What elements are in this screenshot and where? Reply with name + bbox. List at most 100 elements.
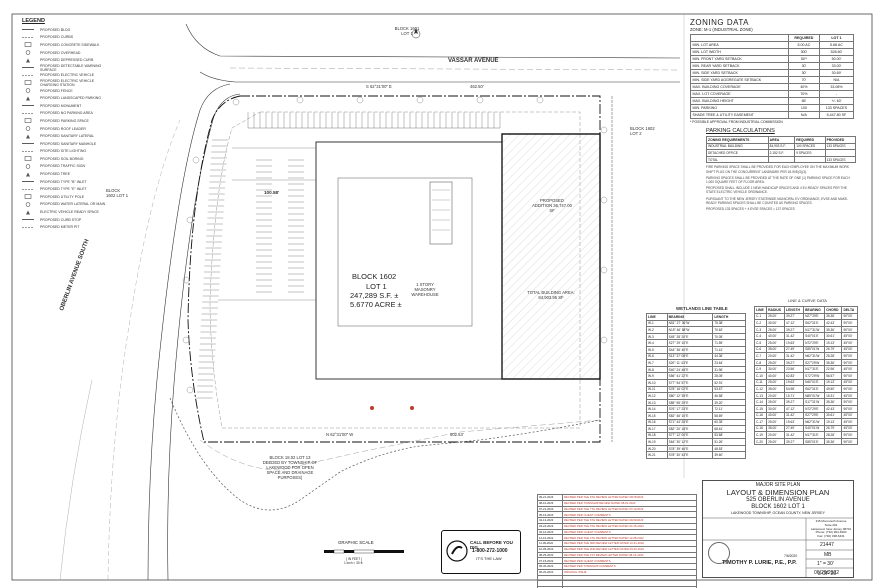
revision-desc — [562, 586, 697, 588]
legend-item: PROPOSED SANITARY LATERAL — [22, 132, 110, 140]
parking-cell: 84,903 S.F. — [767, 142, 796, 151]
oberlin-avenue — [59, 83, 241, 581]
curve-cell: 45°00' — [841, 424, 858, 433]
property-line — [187, 95, 601, 443]
vassar-avenue-label: VASSAR AVENUE — [448, 58, 499, 64]
tree-symbols — [182, 96, 608, 394]
wetlands-cell: 31.96' — [712, 365, 746, 374]
zoning-title: ZONING DATA — [690, 18, 749, 27]
legend-item-label: PROPOSED ROOF LEADER — [40, 126, 86, 131]
curve-cell: 39.27' — [784, 325, 805, 334]
curve-cell: 20.00' — [766, 431, 786, 439]
legend-item: PROPOSED SITE LIGHTING — [22, 148, 110, 156]
block-top-label: BLOCK 1601 LOT 1 — [394, 26, 420, 36]
wetlands-cell: S77° 54' 57"E — [666, 378, 714, 387]
wetlands-cell: S64° 30' 12"E — [666, 438, 714, 446]
tree-icon — [182, 336, 190, 344]
zoning-cell: 30.69' — [818, 69, 855, 77]
project-address: 525 OBERLIN AVENUE — [746, 497, 810, 503]
legend-item-label: PROPOSED SITE LIGHTING — [40, 149, 87, 154]
curve-cell: 35.36' — [824, 312, 843, 321]
curve-cell: DELTA — [841, 306, 858, 314]
firm-address-line: Lakewood, New Jersey 08701 — [810, 526, 852, 531]
legend-item: PROPOSED TREE — [22, 170, 110, 178]
wetlands-cell: W-12 — [646, 392, 668, 400]
curve-cell: CHORD — [824, 306, 843, 314]
firm-address-line: 315 Monmouth Avenue — [815, 519, 847, 523]
wetlands-cell: W-9 — [646, 372, 668, 380]
curve-cell: C-5 — [753, 338, 768, 347]
curve-cell: S27°29'E — [803, 411, 826, 420]
curve-cell: N62°31'W — [803, 418, 826, 426]
curve-cell: 35.36' — [824, 398, 843, 406]
vassar-avenue — [185, 23, 681, 83]
zoning-cell: MIN. LOT AREA — [690, 41, 789, 49]
curve-cell: 47.12' — [784, 319, 805, 327]
curve-cell: 15.31' — [824, 391, 843, 400]
call-line1: CALL BEFORE YOU DIG — [470, 540, 513, 550]
curve-cell: 25.00' — [766, 325, 786, 334]
legend-item-label: PROPOSED TYPE "E" INLET — [40, 187, 87, 192]
curve-cell: 45°00' — [841, 418, 858, 426]
legend-symbol-icon — [22, 65, 34, 70]
zoning-cell: MIN. SIDE YARD AGGREGATE SETBACK — [690, 76, 789, 84]
parking-note: PURSUANT TO THE NEW JERSEY STATEWIDE MUN… — [706, 196, 849, 205]
curve-cell: 56.57' — [824, 371, 843, 380]
wetlands-cell: 71.41' — [712, 345, 746, 354]
total-building-label: TOTAL BUILDING AREA: 84,903.95 SF — [527, 290, 575, 300]
zoning-cell: 300' — [787, 48, 820, 56]
legend-symbol-icon — [22, 202, 34, 207]
curve-cell: 90°00' — [841, 385, 858, 393]
curve-cell: 20.00' — [766, 391, 786, 400]
curve-cell: 40.00' — [766, 371, 786, 380]
zoning-cell: MIN. SIDE YARD SETBACK — [690, 69, 789, 77]
call-line3: IT'S THE LAW — [476, 556, 502, 561]
legend-item: PROPOSED CURB STOP — [22, 216, 110, 224]
legend-symbol-icon — [22, 96, 34, 101]
curve-cell: 30.61' — [824, 332, 843, 340]
engineer-name: TIMOTHY P. LURIE, P.E., P.P. — [722, 560, 797, 566]
sheet-type: MAJOR SITE PLAN — [755, 482, 801, 488]
traffic-sign-icon — [370, 406, 414, 410]
legend-symbol-icon — [22, 88, 34, 93]
legend-item-label: PROPOSED DEPRESSED CURB — [40, 58, 94, 63]
legend-item-label: ELECTRIC VEHICLE READY SPACE — [40, 210, 99, 215]
curve-cell: S85°01'E — [803, 437, 826, 446]
curve-cell: C-14 — [753, 398, 768, 406]
distance-left: 100.58' — [264, 190, 280, 195]
legend-symbol-icon — [22, 80, 34, 86]
sheet-number: 3 OF 20 — [818, 571, 837, 577]
curve-cell: 42.43' — [824, 319, 843, 327]
wetlands-cell: W-19 — [646, 438, 668, 446]
zoning-cell: REQUIRED — [787, 34, 820, 42]
wetlands-cell: 46.58' — [712, 392, 746, 400]
wetlands-cell: W-5 — [646, 345, 668, 354]
revision-row — [537, 580, 697, 587]
legend-item: PROPOSED TYPE "E" INLET — [22, 185, 110, 193]
curve-cell: C-18 — [753, 424, 768, 433]
wetlands-cell: 44.36' — [712, 352, 746, 361]
legend-item: PROPOSED TRAFFIC SIGN — [22, 163, 110, 171]
curve-cell: 62.83' — [784, 371, 805, 380]
